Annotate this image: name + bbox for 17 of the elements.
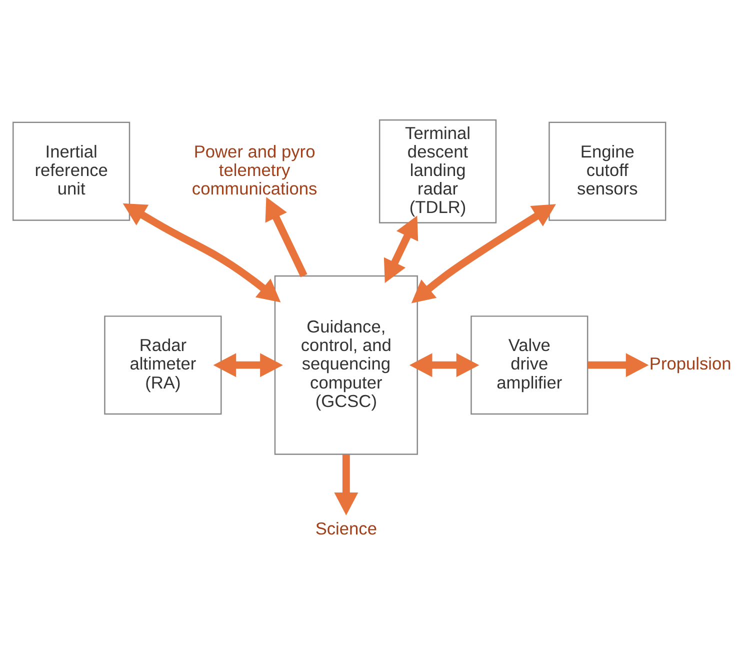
node-box: Engine cutoff sensors	[548, 122, 666, 221]
arrow	[122, 203, 281, 302]
node-text: Propulsion	[649, 354, 732, 374]
node-box: Radar altimeter (RA)	[104, 316, 222, 415]
arrow	[213, 353, 283, 378]
node-box: Valve drive amplifier	[470, 316, 588, 415]
node-text: Power and pyro telemetry communications	[192, 141, 318, 198]
arrow	[411, 204, 556, 304]
arrow	[265, 196, 308, 278]
arrow	[409, 353, 480, 378]
node-box: Inertial reference unit	[12, 122, 130, 221]
arrow	[384, 216, 418, 284]
arrow	[334, 454, 358, 516]
node-box: Guidance, control, and sequencing computer (GCSC)	[274, 275, 418, 455]
node-box: Terminal descent landing radar (TDLR)	[378, 119, 497, 224]
node-text: Science	[315, 518, 377, 538]
arrow	[588, 353, 649, 378]
